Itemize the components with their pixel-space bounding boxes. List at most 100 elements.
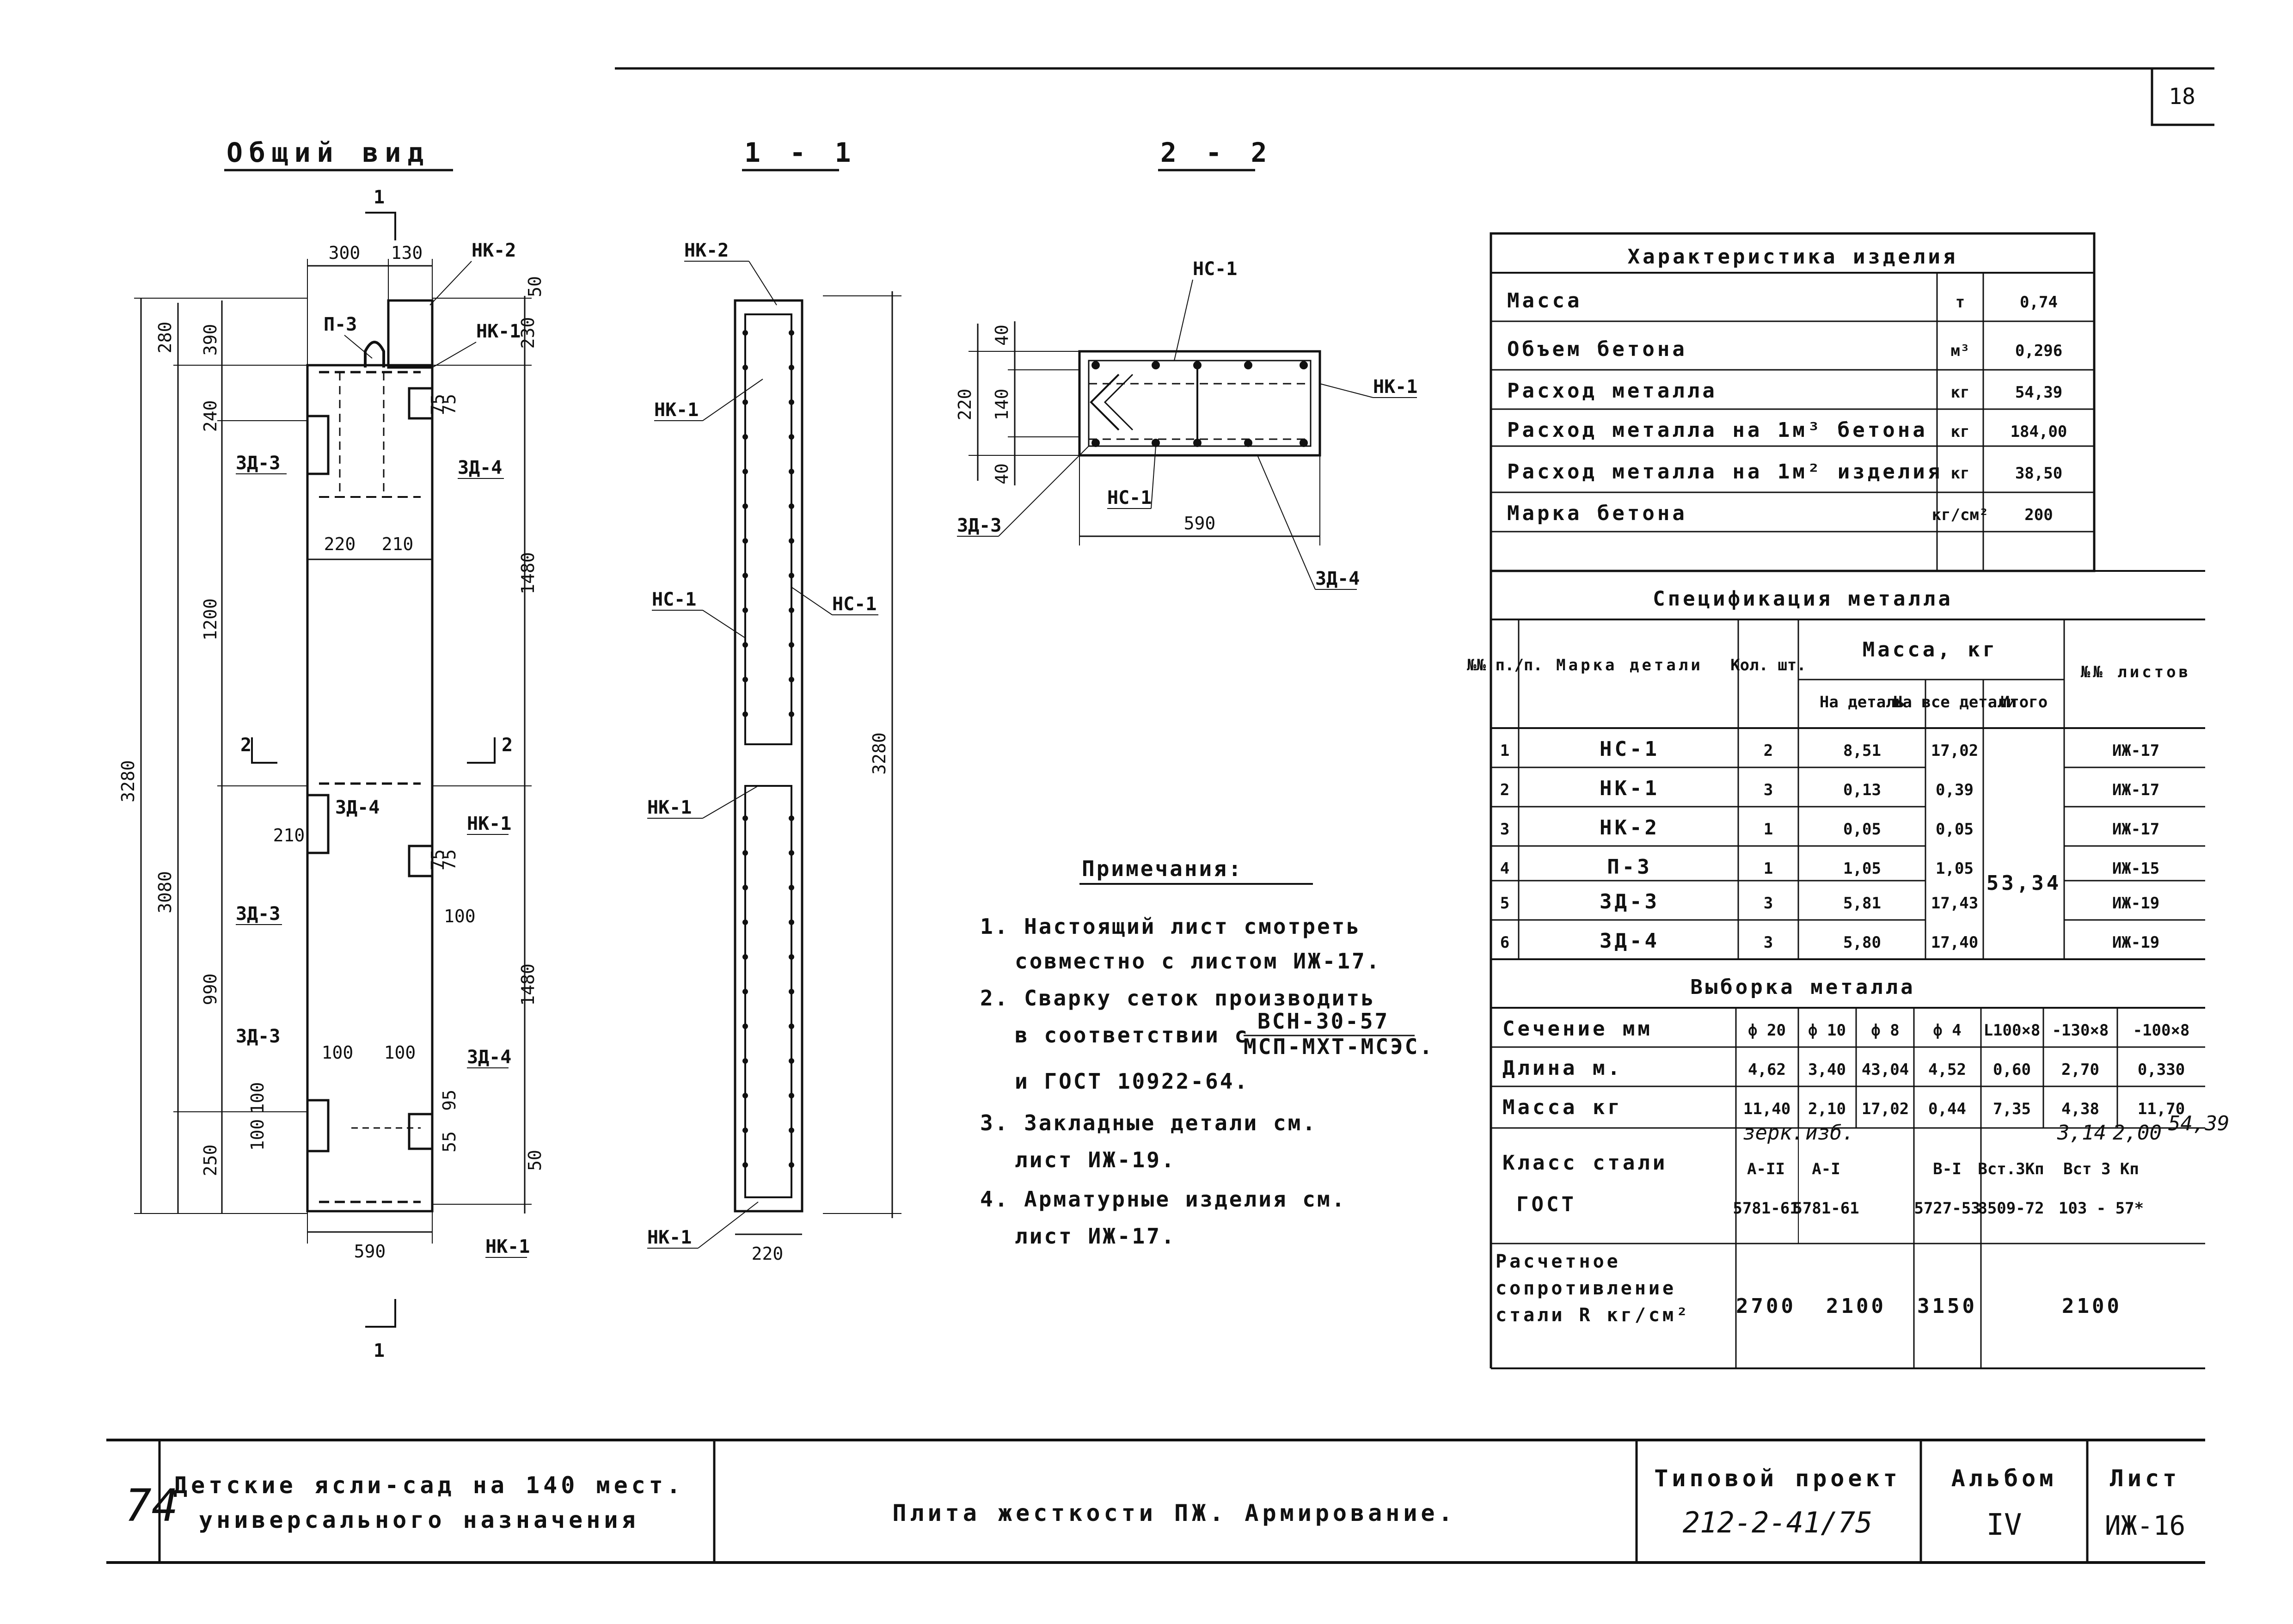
rebar-dot [789, 677, 794, 682]
rebar-dot [789, 1162, 794, 1168]
svg-text:95: 95 [439, 1090, 460, 1111]
rebar-dot [789, 399, 794, 405]
sample-mass: 11,40 [1743, 1100, 1790, 1118]
svg-text:250: 250 [200, 1145, 221, 1177]
char-unit: т [1956, 293, 1965, 312]
rebar-dot [742, 989, 748, 994]
svg-text:ВСН-30-57: ВСН-30-57 [1257, 1009, 1389, 1034]
svg-text:2. Сварку сеток производить: 2. Сварку сеток производить [980, 986, 1376, 1011]
svg-text:2: 2 [1500, 781, 1509, 799]
rebar-dot [789, 1023, 794, 1029]
char-value: 0,296 [2015, 342, 2062, 360]
svg-text:103 - 57*: 103 - 57* [2059, 1199, 2144, 1218]
svg-text:4: 4 [1500, 859, 1509, 878]
svg-text:Длина м.: Длина м. [1502, 1056, 1623, 1080]
svg-text:НС-1: НС-1 [1600, 737, 1660, 761]
svg-text:В-I: В-I [1933, 1160, 1961, 1178]
svg-text:ИЖ-19: ИЖ-19 [2112, 933, 2159, 952]
project-number: 212-2-41/75 [1683, 1506, 1873, 1539]
rebar-dot [742, 711, 748, 717]
svg-text:1: 1 [1500, 742, 1509, 760]
rebar-dot [789, 850, 794, 856]
svg-text:0,05: 0,05 [1936, 820, 1974, 839]
svg-text:А-II: А-II [1747, 1160, 1785, 1178]
svg-text:НК-1: НК-1 [485, 1236, 530, 1257]
sheet-number: 18 [2169, 84, 2195, 110]
svg-text:0,13: 0,13 [1843, 781, 1881, 799]
svg-text:230: 230 [518, 317, 538, 349]
svg-text:5,80: 5,80 [1843, 933, 1881, 952]
svg-text:зерк.: зерк. [1743, 1121, 1804, 1145]
rebar-dot [742, 677, 748, 682]
sample-section: ф 8 [1871, 1021, 1899, 1040]
svg-text:ИЖ-17: ИЖ-17 [2112, 742, 2159, 760]
embedded-part [306, 1099, 330, 1152]
svg-text:100: 100 [384, 1042, 416, 1063]
specification-table: Спецификация металла №№ п./п. Марка дета… [1467, 570, 2205, 1368]
svg-text:ЗД-4: ЗД-4 [335, 797, 380, 818]
svg-text:75: 75 [428, 394, 448, 415]
notes-title: Примечания: [1082, 856, 1243, 881]
svg-text:Масса кг: Масса кг [1502, 1096, 1623, 1119]
svg-text:Масса, кг: Масса, кг [1863, 638, 1998, 662]
cut-mark: 2 [502, 735, 513, 756]
sample-section: L100×8 [1984, 1021, 2041, 1040]
svg-text:НК-2: НК-2 [684, 240, 729, 261]
svg-text:НК-1: НК-1 [467, 813, 511, 834]
handwritten-total: 54,39 [2168, 1112, 2229, 1135]
rebar-dot [789, 469, 794, 474]
svg-text:На деталь: На деталь [1820, 693, 1905, 711]
rebar-dot [789, 538, 794, 544]
rebar-dot [789, 607, 794, 613]
svg-text:3080: 3080 [155, 871, 175, 913]
svg-text:П-3: П-3 [1607, 855, 1652, 879]
svg-text:МСП-МХТ-МСЭС.: МСП-МХТ-МСЭС. [1244, 1034, 1434, 1059]
svg-text:3: 3 [1764, 781, 1773, 799]
svg-text:и ГОСТ 10922-64.: и ГОСТ 10922-64. [1015, 1069, 1249, 1094]
rebar-dot [789, 711, 794, 717]
svg-text:№№ п./п.: №№ п./п. [1467, 656, 1543, 674]
svg-text:100: 100 [247, 1082, 268, 1114]
char-unit: м³ [1951, 342, 1970, 360]
rebar-dot [789, 365, 794, 370]
svg-text:1,05: 1,05 [1936, 859, 1974, 878]
svg-text:лист ИЖ-17.: лист ИЖ-17. [1015, 1224, 1176, 1249]
svg-text:Сечение мм: Сечение мм [1502, 1017, 1653, 1041]
rebar-dot [789, 1058, 794, 1064]
svg-text:НК-2: НК-2 [1600, 816, 1660, 840]
svg-text:НС-1: НС-1 [1193, 258, 1237, 280]
svg-text:17,02: 17,02 [1931, 742, 1978, 760]
svg-text:3150: 3150 [1917, 1294, 1977, 1318]
sample-section: -130×8 [2052, 1021, 2109, 1040]
svg-text:3: 3 [1764, 933, 1773, 952]
svg-text:НС-1: НС-1 [652, 589, 696, 610]
rebar-dot [1152, 439, 1160, 447]
sample-length: 43,04 [1862, 1060, 1909, 1079]
svg-text:№№ листов: №№ листов [2081, 663, 2191, 681]
char-unit: кг [1951, 423, 1970, 441]
sample-mass: 0,44 [1928, 1100, 1966, 1118]
svg-text:3280: 3280 [118, 760, 138, 803]
rebar-dot [1244, 361, 1252, 369]
rebar-dot [742, 850, 748, 856]
sheet-number-box [2151, 68, 2214, 126]
svg-text:8,51: 8,51 [1843, 742, 1881, 760]
rebar-dot [1244, 439, 1252, 447]
svg-text:2,00: 2,00 [2113, 1121, 2162, 1145]
svg-text:17,43: 17,43 [1931, 894, 1978, 913]
char-value: 184,00 [2011, 423, 2067, 441]
sample-mass: 17,02 [1862, 1100, 1909, 1118]
rebar-dot [742, 954, 748, 960]
svg-text:130: 130 [391, 243, 423, 263]
svg-text:универсального назначения: универсального назначения [199, 1507, 639, 1533]
char-name: Объем бетона [1507, 337, 1687, 361]
sample-section: ф 20 [1748, 1021, 1786, 1040]
rebar-dots [742, 330, 794, 1168]
section-2-2: 40 140 220 40 590 НС-1 НК-1 НС-1 ЗД-3 ЗД… [955, 258, 1417, 590]
embedded-part [408, 845, 434, 877]
slab-section-outline [734, 299, 803, 1213]
sample-length: 4,52 [1928, 1060, 1966, 1079]
